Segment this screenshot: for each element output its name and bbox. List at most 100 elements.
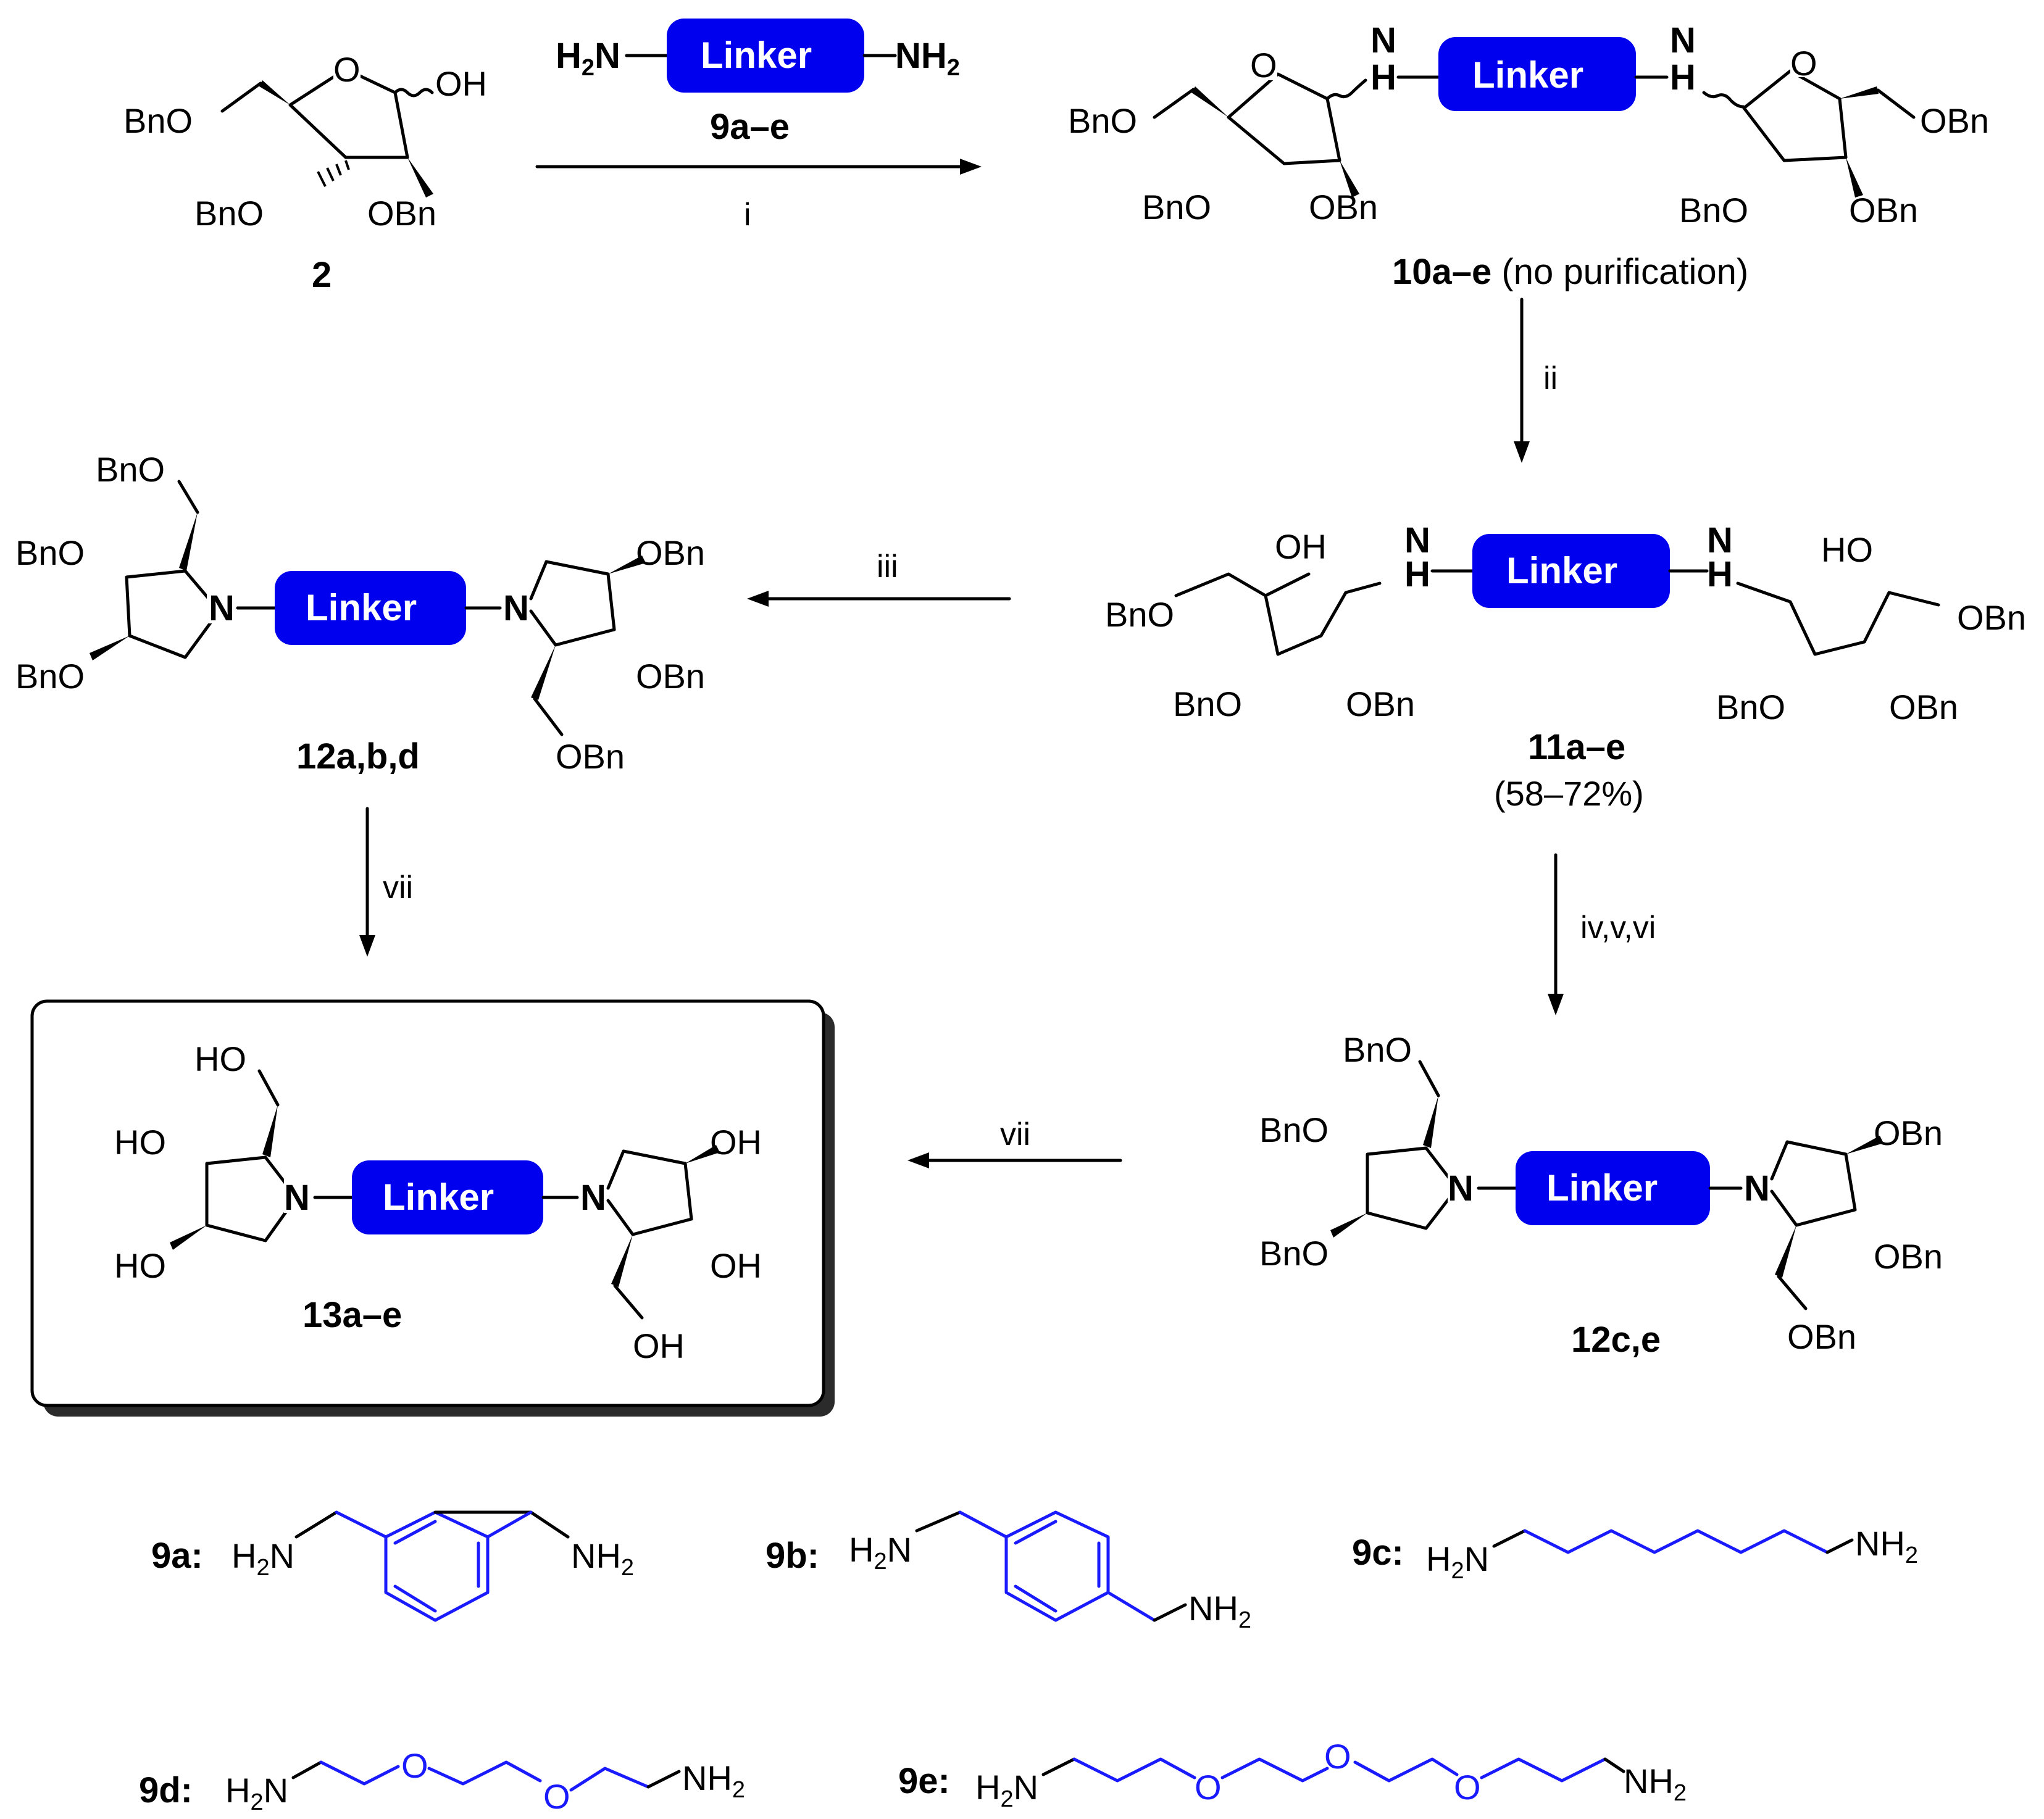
compound-13-box: HO HO N HO Linker N OH OH OH 13a–e bbox=[30, 999, 835, 1417]
nh-right-n: N bbox=[1670, 20, 1696, 60]
bno-c5: BnO bbox=[123, 101, 193, 140]
9c-h2n: H2N bbox=[1426, 1539, 1489, 1584]
label-9c: 9c: bbox=[1352, 1533, 1404, 1573]
linker-box-reagent bbox=[667, 19, 864, 93]
bno-left-c3-chain: BnO bbox=[1173, 685, 1242, 723]
linker-label-13: Linker bbox=[383, 1176, 494, 1218]
9e-h2n: H2N bbox=[975, 1768, 1038, 1812]
ho-right: HO bbox=[1821, 530, 1873, 569]
n-12r: N bbox=[503, 588, 529, 628]
label-9b: 9b: bbox=[765, 1536, 819, 1576]
nh11-left-n: N bbox=[1404, 520, 1430, 560]
obn-12r-ch2: OBn bbox=[556, 737, 625, 776]
obn-c2: OBn bbox=[367, 194, 436, 233]
ring-o-right: O bbox=[1790, 44, 1817, 83]
n-12l: N bbox=[209, 588, 235, 628]
9d-o2: O bbox=[543, 1777, 570, 1816]
arrow-vii-left: vii bbox=[907, 1117, 1122, 1168]
linker-9c: 9c: H2N NH2 bbox=[1352, 1524, 1918, 1584]
obn-right-chain: OBn bbox=[1957, 598, 2026, 637]
bno-c3: BnO bbox=[194, 194, 264, 233]
nh-left-h: H bbox=[1370, 57, 1396, 98]
ho-13-top: HO bbox=[194, 1039, 246, 1078]
9e-o2: O bbox=[1324, 1737, 1351, 1776]
linker-label-12ce: Linker bbox=[1546, 1167, 1658, 1209]
bno-12ce-c4: BnO bbox=[1259, 1234, 1329, 1273]
bno-12l-c4: BnO bbox=[15, 657, 85, 696]
label-13: 13a–e bbox=[302, 1295, 402, 1335]
obn-12ce-c3: OBn bbox=[1874, 1113, 1943, 1152]
obn-12ce-ch2: OBn bbox=[1787, 1317, 1856, 1356]
obn-right-c5: OBn bbox=[1920, 101, 1989, 140]
bno-12l-c3: BnO bbox=[15, 533, 85, 572]
obn-left-c2-chain: OBn bbox=[1346, 685, 1415, 723]
ring-oxygen: O bbox=[333, 50, 361, 89]
obn-left-c2: OBn bbox=[1309, 188, 1378, 227]
label-9e: 9e: bbox=[898, 1761, 950, 1801]
nh11-right-n: N bbox=[1707, 520, 1733, 560]
9e-o1: O bbox=[1195, 1768, 1222, 1807]
label-9a-e: 9a–e bbox=[710, 107, 790, 147]
linker-box-11 bbox=[1472, 534, 1670, 608]
9b-h2n: H2N bbox=[849, 1530, 912, 1575]
oh-13-ch2: OH bbox=[633, 1326, 685, 1365]
compound-10: O BnO BnO OBn N H Linker N H O OBn BnO O… bbox=[1068, 20, 1989, 292]
linker-9a: 9a: H2N NH2 bbox=[151, 1510, 634, 1622]
nh-right-h: H bbox=[1670, 57, 1696, 98]
bno-right-c3: BnO bbox=[1679, 191, 1748, 230]
nh-left-n: N bbox=[1370, 20, 1396, 60]
linker-label-12abd: Linker bbox=[306, 587, 417, 628]
n-12ce-r: N bbox=[1744, 1168, 1770, 1209]
label-2: 2 bbox=[312, 255, 332, 295]
compound-2: O OH BnO BnO OBn 2 bbox=[123, 50, 487, 295]
label-12abd: 12a,b,d bbox=[296, 736, 420, 776]
bno-right-c3-chain: BnO bbox=[1716, 688, 1785, 726]
label-9d: 9d: bbox=[139, 1770, 193, 1810]
arrow-iii: iii bbox=[747, 549, 1011, 607]
bno-left-c3: BnO bbox=[1142, 188, 1211, 227]
9b-nh2: NH2 bbox=[1188, 1589, 1251, 1633]
cond-i: i bbox=[744, 197, 751, 233]
label-10: 10a–e (no purification) bbox=[1392, 252, 1748, 292]
yield-11: (58–72%) bbox=[1494, 774, 1644, 813]
linker-box-10 bbox=[1438, 37, 1636, 111]
bno-12l-top: BnO bbox=[96, 450, 165, 489]
arrow-ivvvi: iv,v,vi bbox=[1548, 853, 1656, 1015]
linker-label-11: Linker bbox=[1506, 550, 1617, 591]
label-9a: 9a: bbox=[151, 1536, 203, 1576]
n-13-l: N bbox=[284, 1178, 310, 1218]
cond-ivvvi: iv,v,vi bbox=[1580, 910, 1656, 946]
9a-h2n: H2N bbox=[232, 1536, 294, 1581]
arrow-i: i bbox=[535, 159, 982, 233]
reagent-nh2: NH2 bbox=[895, 36, 960, 81]
cond-ii: ii bbox=[1543, 360, 1558, 396]
nh11-left-h: H bbox=[1404, 554, 1430, 594]
linker-box-12ce bbox=[1516, 1151, 1710, 1225]
ho-13-c3: HO bbox=[114, 1123, 166, 1162]
linker-9d: 9d: H2N O O NH2 bbox=[139, 1746, 745, 1816]
cond-vii-b: vii bbox=[1000, 1117, 1030, 1152]
n-13-r: N bbox=[580, 1178, 606, 1218]
nh11-right-h: H bbox=[1707, 554, 1733, 594]
9d-h2n: H2N bbox=[225, 1771, 288, 1815]
obn-right-c2: OBn bbox=[1849, 191, 1918, 230]
arrow-ii: ii bbox=[1514, 298, 1558, 463]
linker-box-12abd bbox=[275, 571, 466, 645]
obn-12ce-c4: OBn bbox=[1874, 1237, 1943, 1276]
cond-vii-a: vii bbox=[383, 870, 413, 905]
anomeric-oh: OH bbox=[435, 64, 487, 103]
ring-o-left: O bbox=[1250, 46, 1277, 85]
linker-9b: 9b: H2N NH2 bbox=[765, 1510, 1251, 1633]
bno-12ce-c3: BnO bbox=[1259, 1110, 1329, 1149]
linker-label-10: Linker bbox=[1472, 54, 1583, 96]
arrow-vii-down: vii bbox=[359, 807, 413, 957]
linker-9e: 9e: H2N O O O NH2 bbox=[898, 1737, 1687, 1812]
linker-label-reagent: Linker bbox=[701, 35, 812, 76]
compound-12ce: BnO BnO N BnO Linker N OBn OBn OBn 12c,e bbox=[1259, 1030, 1943, 1360]
obn-right-c2-chain: OBn bbox=[1889, 688, 1958, 726]
c3-dash bbox=[317, 160, 350, 187]
linker-box-13 bbox=[352, 1160, 543, 1234]
cond-iii: iii bbox=[877, 549, 898, 585]
n-12ce-l: N bbox=[1448, 1168, 1474, 1209]
